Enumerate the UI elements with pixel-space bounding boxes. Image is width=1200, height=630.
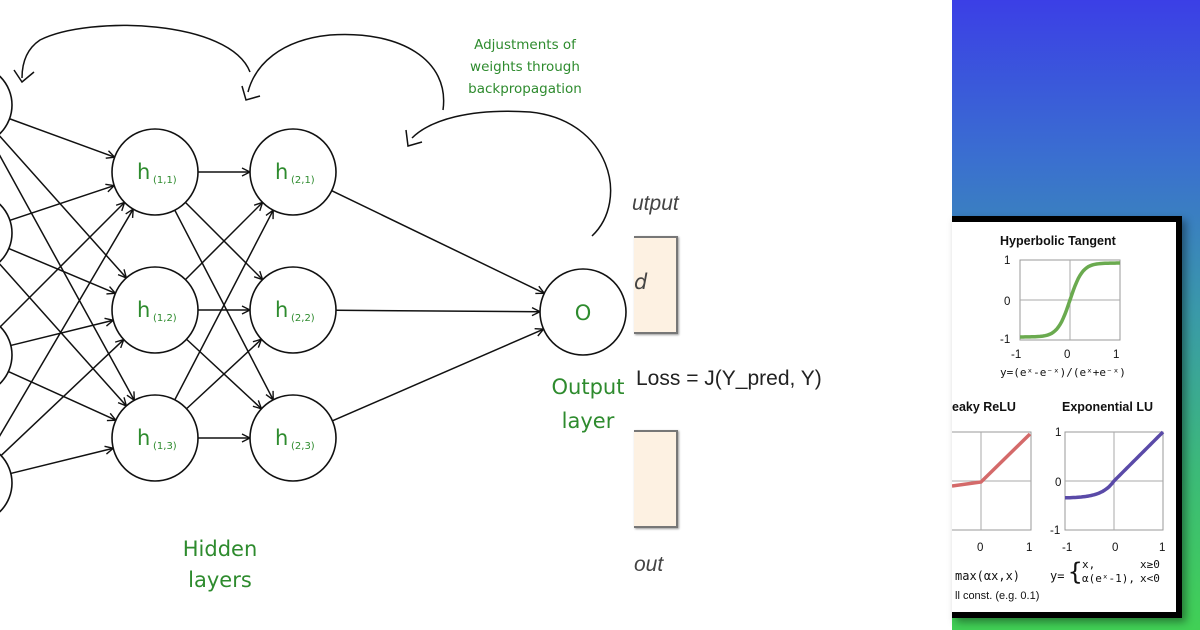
elu-formula-line: x, [1082,558,1096,571]
hidden-label-line2: layers [188,568,252,592]
connection-edge [8,247,115,294]
leaky-relu-formula: max(αx,x) [955,569,1021,583]
connection-edge [174,210,273,401]
tanh-xtick: 1 [1113,349,1120,361]
tanh-xtick: 0 [1064,349,1071,361]
tanh-ytick: 0 [1004,296,1011,308]
elu-curve [1065,430,1165,500]
leaky-xtick: 0 [977,542,984,554]
connection-edge [9,186,114,222]
hidden-node-label: h [137,426,150,450]
hidden-node-subscript: (1,3) [153,441,177,452]
input-node [0,75,13,135]
connection-edge [186,339,262,410]
hidden-node [249,128,337,216]
output-label-partial: utput [632,192,679,215]
connection-edge [335,310,540,311]
backprop-label-line3: backpropagation [468,81,582,97]
backprop-arrow-2 [247,33,445,111]
connection-edge [0,135,126,278]
backprop-arrow-head-1 [13,69,35,84]
elu-xtick: -1 [1062,542,1073,554]
prediction-box: d [634,236,678,334]
input-node [0,325,13,385]
input-box [634,430,678,528]
elu-ytick: -1 [1050,525,1061,537]
elu-formula-line: x<0 [1140,572,1160,585]
backprop-arrow-head-2 [241,85,261,101]
hidden-node [111,128,199,216]
backprop-arrow-1 [21,24,251,79]
tanh-title: Hyperbolic Tangent [1000,234,1116,248]
elu-ytick: 0 [1055,477,1062,489]
prediction-box-text: d [634,270,648,294]
elu-formula-line: x≥0 [1140,558,1160,571]
connection-edge [184,202,262,281]
tanh-curve [1020,261,1120,339]
backprop-label-line2: weights through [470,59,580,75]
loss-formula: Loss = J(Y_pred, Y) [636,367,822,390]
output-label-line2: layer [562,409,615,433]
leaky-relu-title: eaky ReLU [952,400,1016,414]
activation-plots [952,259,1165,531]
connection-edge [0,202,124,328]
hidden-node-label: h [275,426,288,450]
leaky-relu-note: ll const. (e.g. 0.1) [955,590,1040,602]
hidden-node [249,266,337,354]
backprop-label-line1: Adjustments of [474,37,577,53]
backprop-arrows [13,24,612,237]
activation-functions-card: Hyperbolic Tangent 1 0 -1 -1 0 1 y=(eˣ-e… [952,216,1182,618]
elu-plot [1064,430,1165,531]
hidden-node [111,394,199,482]
backprop-arrow-head-3 [405,129,423,147]
hidden-node-subscript: (2,3) [291,441,315,452]
connection-edge [0,154,134,400]
connection-edge [0,263,126,406]
elu-ytick: 1 [1055,427,1062,439]
gradient-background: Hyperbolic Tangent 1 0 -1 -1 0 1 y=(eˣ-e… [952,0,1200,630]
hidden-node-subscript: (2,1) [291,175,315,186]
connection-edge [8,370,115,421]
hidden-node-label: h [137,298,150,322]
hidden-label-line1: Hidden [183,537,258,561]
elu-formula-line: α(eˣ-1), [1082,572,1135,585]
hidden-node-label: h [275,160,288,184]
neural-network-diagram: h(1,1)h(1,2)h(1,3)h(2,1)h(2,2)h(2,3)O Ad… [0,24,627,592]
input-node [0,453,13,513]
leaky-relu-plot [952,431,1032,531]
tanh-xtick: -1 [1011,349,1022,361]
elu-formula-prefix: y= [1050,569,1065,583]
connection-edge [331,190,545,294]
elu-xtick: 1 [1159,542,1166,554]
input-label-partial: out [634,553,664,576]
tanh-ytick: -1 [1000,334,1011,346]
elu-title: Exponential LU [1062,400,1153,414]
elu-brace: { [1068,558,1083,586]
tanh-plot [1019,259,1121,341]
hidden-node [249,394,337,482]
hidden-node-label: h [137,160,150,184]
output-label-line1: Output [552,375,625,399]
output-node [539,268,627,356]
hidden-node-subscript: (2,2) [291,313,315,324]
tanh-formula: y=(eˣ-e⁻ˣ)/(eˣ+e⁻ˣ) [1000,366,1126,379]
connection-edge [0,209,133,437]
hidden-node [111,266,199,354]
connection-edge [9,118,115,157]
connection-edge [0,340,124,457]
hidden-node-subscript: (1,1) [153,175,177,186]
leaky-relu-curve [952,432,1032,488]
backprop-arrow-3 [411,110,612,237]
connection-edge [332,329,543,422]
elu-xtick: 0 [1112,542,1119,554]
connection-edge [10,448,113,475]
output-node-label: O [575,301,592,325]
hidden-node-subscript: (1,2) [153,313,177,324]
connection-edge [10,320,113,347]
hidden-node-label: h [275,298,288,322]
tanh-ytick: 1 [1004,255,1011,267]
input-node [0,203,13,263]
leaky-xtick: 1 [1026,542,1033,554]
